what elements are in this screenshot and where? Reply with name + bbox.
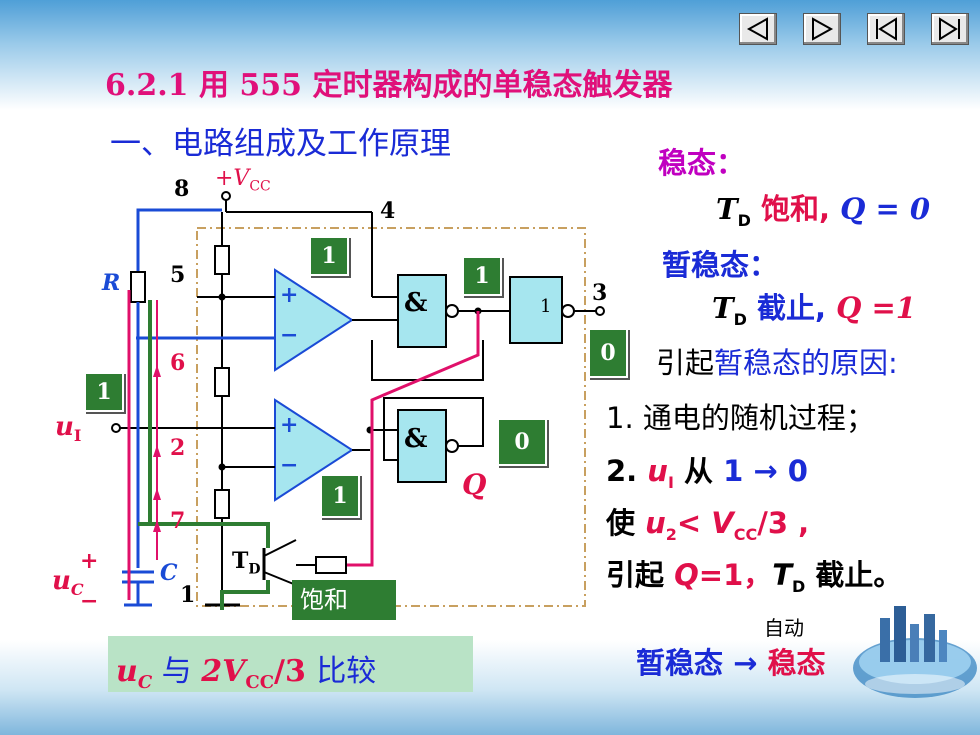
next-button[interactable] — [803, 13, 841, 45]
state-box-input: 1 — [84, 372, 124, 412]
comp1-plus: + — [280, 282, 299, 308]
cause-title: 引起暂稳态的原因: — [656, 346, 898, 380]
prev-button[interactable] — [739, 13, 777, 45]
td-label: TD — [232, 548, 261, 578]
last-button[interactable] — [931, 13, 969, 45]
uc-plus-sign: + — [80, 548, 99, 574]
state-box-nand1: 1 — [462, 256, 502, 296]
cause-item-4: 引起 Q=1，TD 截止。 — [606, 558, 903, 596]
cause-item-2: 2. uI 从 1 → 0 — [606, 454, 808, 492]
section-subtitle: 一、电路组成及工作原理 — [110, 126, 451, 162]
temp-state-line: TD 截止, Q =1 — [712, 291, 916, 329]
prev-icon — [746, 17, 768, 41]
vcc-label: +VCC — [215, 166, 271, 195]
cause-item-1: 1. 通电的随机过程； — [606, 401, 875, 435]
pin-8-label: 8 — [174, 176, 190, 202]
cause-item-3: 使 u2< VCC/3 , — [606, 506, 810, 544]
pin-2-label: 2 — [170, 435, 186, 461]
transition-line: 暂稳态 → 稳态 — [636, 646, 826, 680]
nand2-symbol: & — [404, 424, 428, 454]
pin-1-label: 1 — [180, 582, 196, 608]
steady-state-line: TD 饱和, Q = 0 — [716, 192, 931, 230]
pin-6-label: 6 — [170, 350, 186, 376]
state-box-comp2: 1 — [320, 474, 360, 518]
uc-minus-sign: − — [80, 588, 99, 614]
first-button[interactable] — [867, 13, 905, 45]
nand1-symbol: & — [404, 288, 428, 318]
q-output-label: Q — [462, 468, 487, 501]
inverter-gate — [509, 276, 563, 344]
comp2-minus: − — [280, 452, 299, 478]
pin-7-label: 7 — [170, 508, 186, 534]
resistor-r-label: R — [102, 270, 121, 296]
first-icon — [876, 17, 897, 41]
chip-boundary — [196, 227, 586, 607]
comp1-minus: − — [280, 322, 299, 348]
temp-state-title: 暂稳态： — [662, 248, 779, 282]
state-box-q: 0 — [497, 418, 547, 466]
comparator-2 — [274, 398, 354, 502]
input-u1-label: uI — [55, 412, 82, 446]
pin-4-label: 4 — [380, 198, 396, 224]
auto-label: 自动 — [764, 616, 804, 640]
steady-state-title: 稳态： — [658, 146, 746, 180]
pin-3-label: 3 — [592, 280, 608, 306]
comp2-plus: + — [280, 412, 299, 438]
page-title: 6.2.1 用 555 定时器构成的单稳态触发器 — [105, 68, 673, 103]
next-icon — [812, 17, 834, 41]
decorative-globe-image — [853, 606, 977, 698]
nand-gate-2 — [397, 409, 447, 483]
pin-5-label: 5 — [170, 262, 186, 288]
state-box-output: 0 — [588, 328, 628, 378]
capacitor-c-label: C — [160, 560, 178, 586]
inverter-symbol: 1 — [540, 296, 552, 317]
comparison-note: uC 与 2VCC/3 比较 — [108, 636, 473, 693]
last-icon — [939, 17, 960, 41]
nand-gate-1 — [397, 274, 447, 348]
saturation-tag: 饱和 — [292, 580, 396, 620]
comparator-1 — [274, 268, 354, 372]
uc-label: uC — [52, 566, 84, 600]
state-box-comp1: 1 — [309, 236, 349, 276]
